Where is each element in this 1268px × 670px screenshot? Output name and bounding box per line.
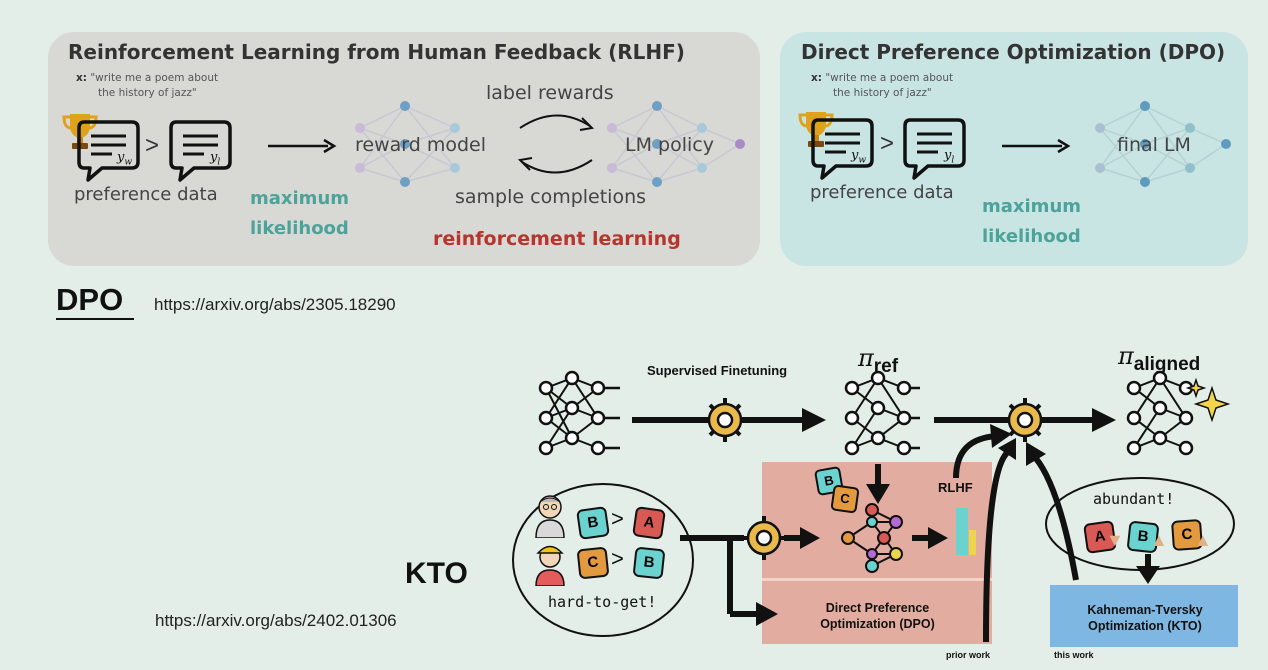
chat-bubble-loser-icon <box>169 120 232 182</box>
dpo-prompt-label: x: <box>811 72 822 84</box>
chat-bubble-winner-icon-dpo <box>811 118 874 180</box>
kto-box-line1: Kahneman-Tversky <box>1087 603 1203 617</box>
pi-aligned-symbol: π <box>1118 342 1134 370</box>
kto-box-label: Kahneman-Tversky Optimization (KTO) <box>1055 602 1235 634</box>
dpo-prompt: x: "write me a poem about the history of… <box>811 71 953 101</box>
yw-label: yw <box>117 150 132 168</box>
prior-work-divider <box>762 578 992 581</box>
abundant-label: abundant! <box>1093 490 1175 508</box>
ref-network-icon <box>844 370 920 456</box>
dpo-ref-label: DPO <box>56 282 124 317</box>
dpo-yw-label: yw <box>851 148 866 166</box>
reinforcement-learning-label: reinforcement learning <box>433 228 681 250</box>
rlhf-prompt: x: "write me a poem about the history of… <box>76 71 218 101</box>
dpo-box-line1: Direct Preference <box>825 601 930 615</box>
rlhf-title: Reinforcement Learning from Human Feedba… <box>68 40 685 64</box>
kto-figure-drawing <box>538 370 1231 643</box>
dpo-title: Direct Preference Optimization (DPO) <box>801 40 1226 64</box>
rlhf-label: RLHF <box>938 480 973 495</box>
gear-icon-3 <box>742 516 786 560</box>
dpo-yw-text: y <box>851 148 859 163</box>
reward-model-network-icon <box>355 101 460 187</box>
dpo-ref-underline <box>56 318 134 320</box>
rlhf-prompt-line1: "write me a poem about <box>90 72 219 84</box>
sparkle-icon <box>1185 377 1231 423</box>
rlhf-panel <box>48 32 760 266</box>
kto-box-line2: Optimization (KTO) <box>1088 619 1202 633</box>
dpo-box-label: Direct Preference Optimization (DPO) <box>790 600 965 632</box>
dpo-preference-data: preference data <box>810 182 954 203</box>
base-network-icon <box>538 370 620 456</box>
gear-icon-2 <box>1003 398 1047 442</box>
reward-bar-teal <box>956 508 968 555</box>
lm-policy-label: LM policy <box>625 134 714 156</box>
label-rewards-label: label rewards <box>486 82 614 104</box>
prior-work-label: prior work <box>946 650 991 660</box>
rlhf-prompt-label: x: <box>76 72 87 84</box>
dpo-prompt-line2: the history of jazz" <box>833 87 932 99</box>
reward-bar-yellow <box>969 530 976 555</box>
pi-ref-symbol: π <box>858 344 874 372</box>
thumbs-up-icon-1: ▲ <box>1150 530 1168 550</box>
dpo-yl-label: yl <box>944 148 954 166</box>
dpo-max-likelihood: maximum likelihood <box>982 192 1081 252</box>
gt-symbol-1: > <box>611 506 624 531</box>
dpo-panel <box>780 32 1248 266</box>
hard-to-get-label: hard-to-get! <box>548 593 657 611</box>
yw-text: y <box>117 150 125 165</box>
rlhf-max-likelihood-1: maximum <box>250 188 350 209</box>
sample-completions-label: sample completions <box>455 186 647 208</box>
trophy-icon-dpo <box>798 112 834 147</box>
thumbs-up-icon-2: ▲ <box>1194 530 1212 550</box>
dpo-box-line2: Optimization (DPO) <box>820 617 935 631</box>
dpo-yl-sub: l <box>951 155 955 166</box>
thumbs-down-icon: ▼ <box>1106 530 1124 550</box>
dpo-max-likelihood-1: maximum <box>982 196 1082 217</box>
aligned-network-icon <box>1126 370 1194 456</box>
yl-text: y <box>210 150 218 165</box>
final-lm-label: final LM <box>1117 134 1191 156</box>
kto-ref-label: KTO <box>405 557 468 590</box>
dpo-yl-text: y <box>944 148 952 163</box>
chat-bubble-loser-icon-dpo <box>903 118 966 180</box>
kto-ref-url[interactable]: https://arxiv.org/abs/2402.01306 <box>155 611 397 630</box>
chat-bubble-winner-icon <box>77 120 140 182</box>
arrow-right-icon-dpo <box>1002 138 1071 154</box>
pi-aligned-sub: aligned <box>1133 354 1201 375</box>
greater-than-icon: > <box>145 132 160 159</box>
rlhf-prompt-line2: the history of jazz" <box>98 87 197 99</box>
rlhf-max-likelihood-2: likelihood <box>250 218 349 239</box>
gear-icon-1 <box>703 398 747 442</box>
worker-person-icon <box>535 545 565 586</box>
policy-network-icon <box>841 503 903 573</box>
greater-than-icon-dpo: > <box>880 130 895 157</box>
reward-model-label: reward model <box>355 134 487 156</box>
yw-sub: w <box>124 157 133 168</box>
yl-label: yl <box>210 150 220 168</box>
rlhf-preference-data: preference data <box>74 184 218 205</box>
dpo-max-likelihood-2: likelihood <box>982 226 1081 247</box>
supervised-finetuning-label: Supervised Finetuning <box>647 363 788 378</box>
cycle-arrows-icon <box>517 114 595 174</box>
kto-box <box>1050 585 1238 647</box>
yl-sub: l <box>217 157 221 168</box>
hard-to-get-ellipse <box>512 483 694 637</box>
gt-symbol-2: > <box>611 546 624 571</box>
dpo-ref-url[interactable]: https://arxiv.org/abs/2305.18290 <box>154 295 396 314</box>
pi-ref-label: πref <box>858 344 898 377</box>
arrow-right-icon <box>268 138 337 154</box>
old-person-icon <box>535 495 565 538</box>
this-work-label: this work <box>1054 650 1094 660</box>
rlhf-max-likelihood: maximum likelihood <box>250 184 349 244</box>
pi-aligned-label: πaligned <box>1118 342 1200 375</box>
dpo-prompt-line1: "write me a poem about <box>825 72 954 84</box>
dpo-yw-sub: w <box>858 155 867 166</box>
lm-policy-network-icon <box>607 101 745 187</box>
final-lm-network-icon <box>1095 101 1231 187</box>
